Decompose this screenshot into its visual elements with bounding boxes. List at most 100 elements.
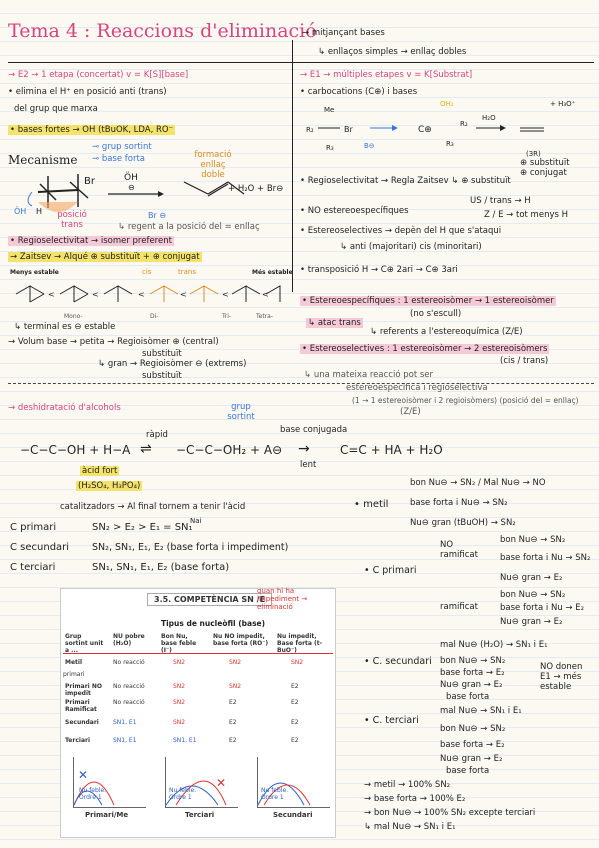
svg-text:R₂: R₂ <box>306 126 314 134</box>
dehydration-equation-right: C=C + HA + H₂O <box>340 443 443 457</box>
dehydration-equation-left: −C−C−OH + H−A <box>20 443 131 457</box>
metil-rule-3: Nu⊖ gran (tBuOH) → SN₂ <box>410 518 516 528</box>
una-mateixa-note: ↳ una mateixa reacció pot ser <box>304 370 434 380</box>
estereoselectives-note: (cis / trans) <box>500 356 549 366</box>
csec-rule-1: mal Nu⊖ (H₂O) → SN₁ i E₁ <box>440 640 548 650</box>
dehydration-arrow-2: → <box>298 441 310 457</box>
e1-estereoselectives: • Estereoselectives → depèn del H que s'… <box>300 226 502 236</box>
rapid-label: ràpid <box>146 430 168 440</box>
svg-text:<: < <box>92 290 99 299</box>
summary-4: ↳ mal Nu⊖ → SN₁ i E₁ <box>364 822 456 832</box>
panel-header-rule <box>63 653 333 654</box>
svg-text:R₂: R₂ <box>460 120 468 128</box>
cprimari-r-1: bon Nu⊖ → SN₂ <box>500 590 566 600</box>
tri-label: Tri- <box>222 313 232 320</box>
bases-fortes-highlight: • bases fortes → OH (tBuOK, LDA, RO⁻ <box>8 125 176 135</box>
e1-regio-conjugat: ⊕ conjugat <box>520 168 567 178</box>
graph-label-secundari: Secundari <box>273 811 313 819</box>
estereoselectives-def: • Estereoselectives : 1 estereoisòmer → … <box>300 344 550 354</box>
e2-mechanism-drawing: Br ÖH H ÖH ⊖ Br ⊖ <box>14 172 245 220</box>
svg-text:+ H₃O⁺: + H₃O⁺ <box>550 100 576 108</box>
panel-row-cell: SN2 <box>173 683 186 690</box>
panel-row-label: Terciari <box>65 737 91 744</box>
panel-handwritten-note: quan hi ha impediment → eliminació <box>257 587 308 611</box>
csec-rule-2: bon Nu⊖ → SN₂ <box>440 656 506 666</box>
e2-header: → E2 → 1 etapa (concertat) v = K[S][base… <box>8 70 189 80</box>
c-terciari-value: SN₁, SN₁, E₁, E₂ (base forta) <box>92 562 230 573</box>
e1-ze: Z / E → tot menys H <box>484 210 569 220</box>
panel-row-cell: SN2 <box>229 659 242 666</box>
estereoselectives-highlight: • Estereoselectives : 1 estereoisòmer → … <box>300 344 550 354</box>
energy-graph-primari: ✕ <box>73 757 146 808</box>
estereoespecifiques-note: (no s'escull) <box>410 309 462 319</box>
e2-bullet-1: • elimina el H⁺ en posició anti (trans) <box>8 87 167 97</box>
svg-text:R₃: R₃ <box>326 144 334 152</box>
panel-row-cell: E2 <box>229 699 237 706</box>
tetra-label: Tetra- <box>256 313 273 320</box>
e1-transposicio: • transposició H → C⊕ 2ari → C⊕ 3ari <box>300 265 458 275</box>
lent-label: lent <box>300 460 317 470</box>
c-primari-label: C primari <box>10 522 57 533</box>
svg-text:<: < <box>262 290 269 299</box>
zaitsev-rule: → Zaitsev → Alqué ⊕ substituït + ⊕ conju… <box>8 252 202 262</box>
energy-graph-primari-curves: ✕ <box>73 768 115 806</box>
panel-row-cell: E2 <box>291 683 299 690</box>
catalitzadors-note: catalitzadors → Al final tornem a tenir … <box>60 502 246 512</box>
panel-row-label: Metil <box>65 659 83 666</box>
panel-row-cell: SN1, E1 <box>113 737 137 744</box>
svg-text:B⊖: B⊖ <box>364 142 375 150</box>
svg-text:H₂O: H₂O <box>482 114 496 122</box>
dehydration-equation-mid: −C−C−OH₂ + A⊖ <box>176 443 283 457</box>
e1-us-trans: US / trans → H <box>470 196 531 206</box>
competencia-panel: 3.5. COMPETÈNCIA SN /E quan hi ha impedi… <box>60 587 336 838</box>
formacio-note: formació enllaç doble <box>194 150 232 180</box>
regioselectivity-highlight: • Regioselectivitat → isomer preferent <box>8 236 174 246</box>
nu-feble-label-2: Nu feble. Ordre 1 <box>169 787 197 801</box>
svg-text:Br ⊖: Br ⊖ <box>148 211 166 220</box>
e1-regioselectivity: • Regioselectivitat → Regla Zaitsev ↳ ⊕ … <box>300 176 511 186</box>
acid-fort-highlight: àcid fort <box>80 466 120 476</box>
divider-dashed-1 <box>8 383 594 384</box>
panel-row-cell: SN2 <box>291 659 304 666</box>
zaitsev-highlight: → Zaitsev → Alqué ⊕ substituït + ⊕ conju… <box>8 252 202 262</box>
estereoespecifiques-def: • Estereoespecífiques : 1 estereoisòmer … <box>300 296 556 306</box>
nu-feble-label-3: Nu feble. Ordre 1 <box>261 787 289 801</box>
cprimari-nr-3: Nu⊖ gran → E₂ <box>500 573 563 583</box>
cter-rule-4: Nu⊖ gran → E₂ <box>440 754 503 764</box>
stability-less-label: Menys estable <box>10 269 59 276</box>
metil-rule-2: base forta i Nu⊖ → SN₂ <box>410 498 508 508</box>
svg-text:C⊕: C⊕ <box>418 125 432 135</box>
nu-feble-label-1: Nu feble. Ordre 1 <box>79 787 107 801</box>
energy-graph-secundari <box>257 757 330 808</box>
panel-row-cell: E2 <box>291 699 299 706</box>
page-title: Tema 4 : Reaccions d'eliminació <box>8 20 317 42</box>
panel-row-cell: SN1, E1 <box>173 737 197 744</box>
panel-row-label: Primari NO impedit <box>65 683 102 697</box>
grup-sortint-note: ⊸ grup sortint <box>92 142 152 152</box>
posicio-trans-note: posició trans <box>57 210 87 230</box>
energy-graph-terciari-curves: ✕ <box>165 776 227 806</box>
panel-primari-label: primari <box>63 671 85 678</box>
c-secundari-value: SN₂, SN₁, E₁, E₂ (base forta i impedimen… <box>92 542 289 553</box>
volum-base-large: ↳ gran → Regioisòmer ⊖ (extrems) <box>98 359 247 369</box>
mecanisme-label: Mecanisme <box>8 153 78 167</box>
volum-base-large-b: substituït <box>142 371 182 381</box>
panel-row-cell: No reacció <box>113 699 145 706</box>
volum-base-small-b: substituït <box>142 349 182 359</box>
di-label: Di- <box>150 313 159 320</box>
mono-label: Mono- <box>64 313 83 320</box>
e1-bullet-1: • carbocations (C⊕) i bases <box>300 87 418 97</box>
csec-rule-5: base forta <box>446 692 490 702</box>
c-primari-value: SN₂ > E₂ > E₁ = SN₁ <box>92 522 193 533</box>
panel-col-2: Bon Nu, base feble (I⁻) <box>161 633 197 654</box>
regent-note: ↳ regent a la posició del = enllaç <box>118 222 260 232</box>
svg-text:⊖: ⊖ <box>128 183 135 192</box>
base-conjugada-label: base conjugada <box>280 425 348 435</box>
svg-text:<: < <box>48 290 55 299</box>
trans-label: trans <box>178 268 196 276</box>
panel-subtitle: Tipus de nucleòfil (base) <box>161 619 266 628</box>
panel-row-cell: No reacció <box>113 659 145 666</box>
cprimari-r-2: base forta i Nu → E₂ <box>500 603 585 613</box>
panel-row-cell: E2 <box>291 719 299 726</box>
svg-text:<: < <box>222 290 229 299</box>
